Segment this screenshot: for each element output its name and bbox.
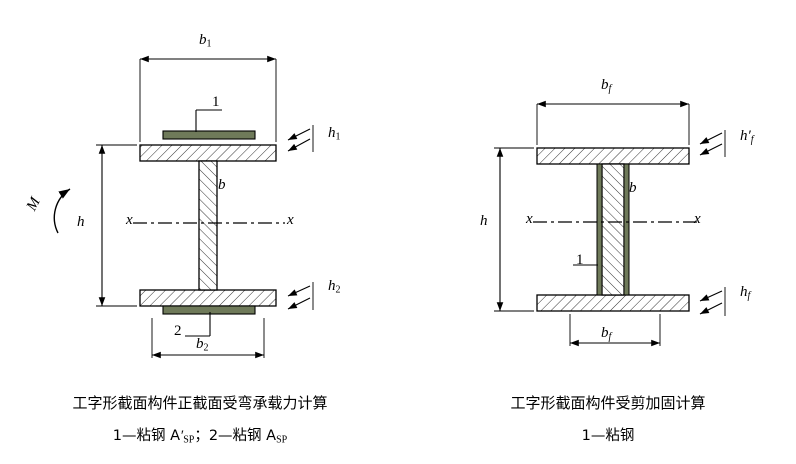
- right-caption-line2: 1—粘钢: [581, 428, 635, 444]
- label-x-left-2: x: [287, 212, 294, 228]
- label-hf-top: h′f: [740, 128, 754, 146]
- right-caption-line1: 工字形截面构件受剪加固计算: [510, 394, 706, 412]
- left-caption-line1: 工字形截面构件正截面受弯承载力计算: [72, 394, 328, 412]
- label-x-right-1: x: [526, 211, 533, 227]
- label-hf-bottom: hf: [740, 284, 751, 302]
- left-i-section: [53, 55, 314, 359]
- right-i-section: [494, 100, 726, 347]
- label-x-left-1: x: [126, 212, 133, 228]
- label-h-right: h: [480, 213, 488, 229]
- label-bf-bottom: bf: [601, 325, 612, 343]
- label-bf-top: bf: [601, 77, 612, 95]
- label-h-left: h: [77, 214, 85, 230]
- label-b-web-left: b: [218, 177, 226, 193]
- label-h1: h1: [328, 125, 341, 143]
- label-b1: b1: [199, 32, 212, 50]
- label-b2: b2: [196, 336, 209, 354]
- label-b-web-right: b: [629, 180, 637, 196]
- callout-1-left: 1: [212, 94, 220, 110]
- callout-1-right: 1: [576, 252, 584, 268]
- label-h2: h2: [328, 278, 341, 296]
- callout-2-left: 2: [174, 323, 182, 339]
- left-caption-line2: 1—粘钢 A′SP；2—粘钢 ASP: [112, 428, 288, 446]
- label-x-right-2: x: [694, 211, 701, 227]
